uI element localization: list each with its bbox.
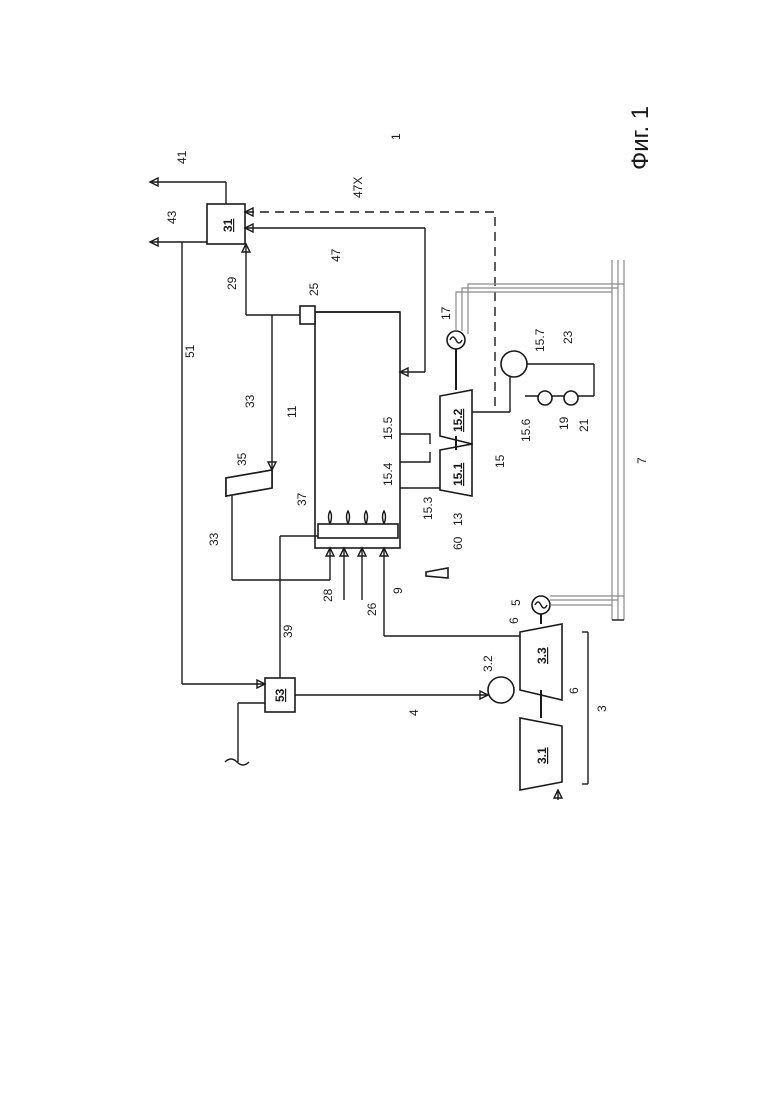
label-7: 7 bbox=[635, 457, 649, 464]
condenser bbox=[501, 351, 527, 377]
label-47: 47 bbox=[329, 248, 343, 262]
label-43: 43 bbox=[165, 210, 179, 224]
label-41: 41 bbox=[175, 150, 189, 164]
label-15.4: 15.4 bbox=[381, 462, 395, 486]
label-37: 37 bbox=[295, 492, 309, 506]
label-15.7: 15.7 bbox=[533, 328, 547, 352]
label-35: 35 bbox=[235, 452, 249, 466]
label-15: 15 bbox=[493, 454, 507, 468]
label-28: 28 bbox=[321, 588, 335, 602]
label-system: 1 bbox=[389, 133, 403, 140]
label-31: 31 bbox=[221, 218, 235, 232]
figure-caption: Фиг. 1 bbox=[627, 106, 654, 170]
label-3.3: 3.3 bbox=[535, 647, 549, 664]
heater bbox=[538, 391, 552, 405]
label-51: 51 bbox=[183, 344, 197, 358]
label-9: 9 bbox=[391, 587, 405, 594]
label-3: 3 bbox=[595, 705, 609, 712]
label-13: 13 bbox=[451, 512, 465, 526]
label-19: 19 bbox=[557, 416, 571, 430]
label-15.3: 15.3 bbox=[421, 496, 435, 520]
label-15.2: 15.2 bbox=[451, 408, 465, 432]
label-6-top: 6 bbox=[507, 617, 521, 624]
label-15.1: 15.1 bbox=[451, 462, 465, 486]
pump bbox=[564, 391, 578, 405]
label-4: 4 bbox=[407, 709, 421, 716]
label-53: 53 bbox=[273, 688, 287, 702]
stack-unit bbox=[300, 306, 315, 324]
label-33-top: 33 bbox=[243, 394, 257, 408]
label-6-bot: 6 bbox=[567, 687, 581, 694]
label-15.6: 15.6 bbox=[519, 418, 533, 442]
label-3.2: 3.2 bbox=[481, 655, 495, 672]
label-11: 11 bbox=[285, 405, 299, 418]
label-29: 29 bbox=[225, 276, 239, 290]
label-23: 23 bbox=[561, 330, 575, 344]
label-5: 5 bbox=[509, 599, 523, 606]
label-25: 25 bbox=[307, 282, 321, 296]
label-3.1: 3.1 bbox=[535, 747, 549, 764]
label-15.5: 15.5 bbox=[381, 416, 395, 440]
label-47x: 47X bbox=[351, 177, 365, 198]
fan-60 bbox=[426, 568, 448, 578]
gt-combustor bbox=[488, 677, 514, 703]
label-26: 26 bbox=[365, 602, 379, 616]
label-33-bot: 33 bbox=[207, 532, 221, 546]
label-21: 21 bbox=[577, 418, 591, 432]
label-60: 60 bbox=[451, 536, 465, 550]
label-39: 39 bbox=[281, 624, 295, 638]
label-17: 17 bbox=[439, 306, 453, 320]
burner bbox=[318, 524, 398, 538]
